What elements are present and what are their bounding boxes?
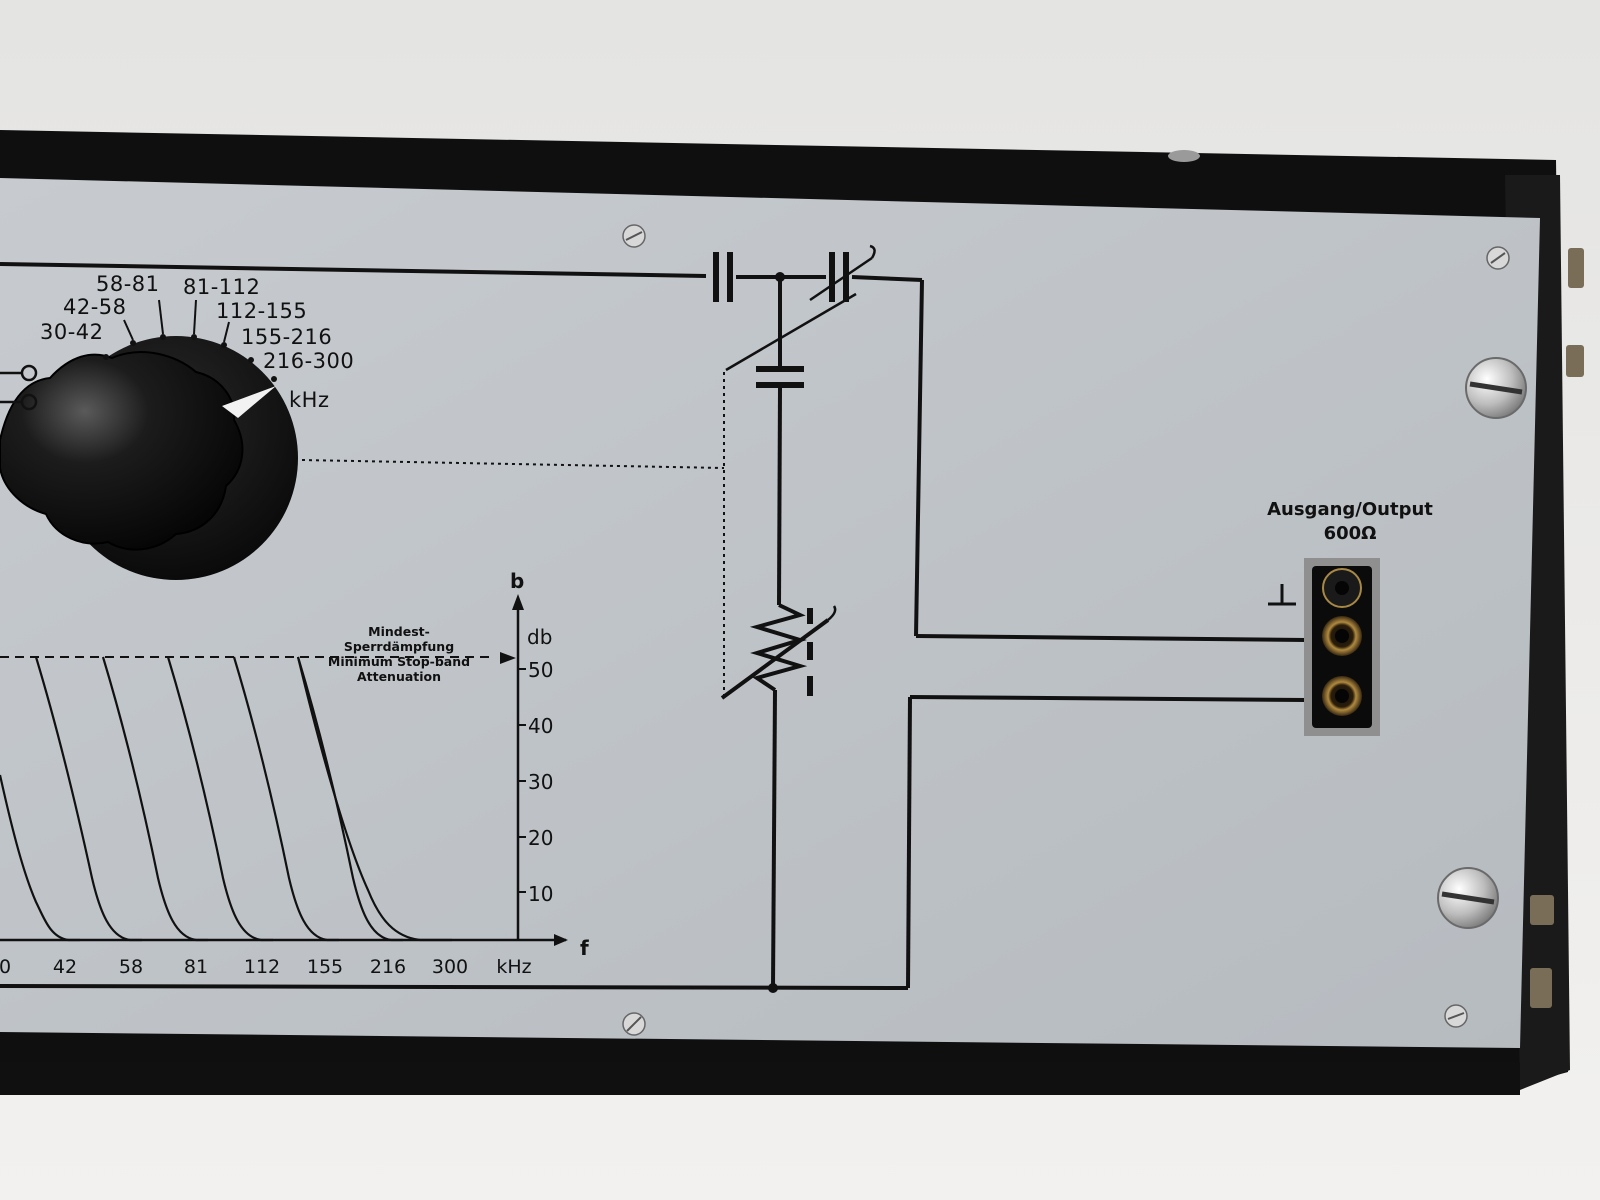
- dial-range-label: 42-58: [63, 295, 127, 319]
- output-socket-top[interactable]: [1322, 568, 1362, 608]
- front-panel: [0, 178, 1540, 1048]
- x-tick-label: 42: [52, 956, 78, 978]
- x-tick-label: 58: [118, 956, 144, 978]
- side-hinge: [1168, 150, 1584, 1008]
- dial-range-label: 81-112: [183, 275, 261, 299]
- dial-range-label: 112-155: [216, 299, 308, 323]
- y-tick-label: 50: [528, 658, 554, 682]
- large-screw-icon: [1437, 357, 1527, 929]
- x-tick-label: 300: [431, 956, 469, 978]
- x-tick-label: 155: [306, 956, 344, 978]
- dial-range-label: 30-42: [40, 320, 104, 344]
- dial-range-label: 58-81: [96, 272, 160, 296]
- attenuation-graph: [0, 594, 568, 946]
- threshold-label-line: Mindest-: [368, 624, 430, 639]
- y-unit-label: db: [527, 625, 553, 649]
- output-socket-signal[interactable]: [1322, 616, 1362, 656]
- x-tick-label: 112: [243, 956, 281, 978]
- output-label: Ausgang/Output 600Ω: [1262, 498, 1438, 546]
- dial-range-label: 216-300: [263, 349, 355, 373]
- x-unit-label: kHz: [496, 956, 532, 978]
- dial-leader-lines: [123, 299, 230, 343]
- y-tick-label: 40: [528, 714, 554, 738]
- variable-resistor-icon: [720, 603, 837, 700]
- threshold-label-line: Minimum Stop-band: [327, 654, 471, 669]
- threshold-label-line: Sperrdämpfung: [343, 639, 455, 654]
- threshold-annotation: Mindest- Sperrdämpfung Minimum Stop-band…: [318, 624, 480, 684]
- x-tick-label: 81: [183, 956, 209, 978]
- x-tick-label: 0: [0, 956, 12, 978]
- y-tick-label: 20: [528, 826, 554, 850]
- variable-capacitor-arrow-icon: [725, 244, 876, 372]
- y-tick-label: 10: [528, 882, 554, 906]
- dotted-linkage: [301, 372, 725, 698]
- range-selector-knob[interactable]: [0, 336, 298, 580]
- output-title: Ausgang/Output: [1267, 499, 1433, 520]
- output-socket-ground[interactable]: [1322, 676, 1362, 716]
- panel-screw-icon: [622, 224, 1510, 1036]
- y-tick-label: 30: [528, 770, 554, 794]
- x-tick-label: 216: [369, 956, 407, 978]
- dial-range-label: 155-216: [241, 325, 333, 349]
- threshold-label-line: Attenuation: [356, 669, 442, 684]
- x-axis-label: f: [580, 936, 589, 960]
- circuit-schematic: [0, 262, 1307, 990]
- dial-tick-marks: [103, 334, 277, 382]
- output-impedance: 600Ω: [1323, 523, 1377, 544]
- y-axis-label: b: [510, 569, 525, 593]
- switch-contact-icon: [0, 364, 38, 411]
- filter-response-curves: [0, 656, 452, 942]
- dial-unit-label: kHz: [289, 388, 330, 412]
